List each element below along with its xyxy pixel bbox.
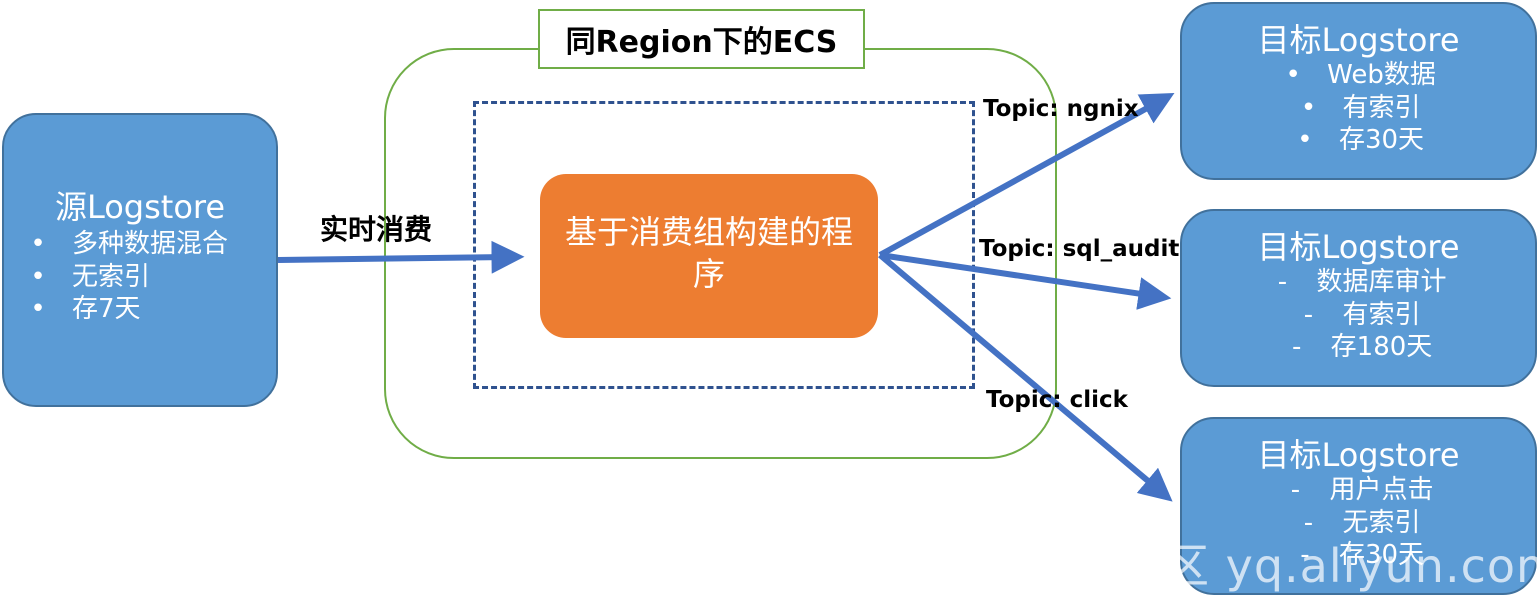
bullet-marker: •: [1285, 59, 1301, 90]
list-item-text: 无索引: [72, 261, 151, 292]
list-item: • 存7天: [4, 293, 276, 326]
arrow-program-to-web: [878, 93, 1175, 258]
ecs-label: 同Region下的ECS: [538, 9, 865, 69]
topic-click-label: Topic: click: [986, 387, 1128, 413]
dash-marker: -: [1303, 299, 1314, 330]
dash-marker: -: [1277, 266, 1288, 297]
list-item: • 存30天: [1182, 124, 1535, 157]
list-item-text: 存7天: [72, 294, 141, 325]
list-item-text: 存30天: [1338, 125, 1425, 156]
list-item-text: 数据库审计: [1316, 266, 1447, 297]
list-item-text: 用户点击: [1329, 474, 1434, 505]
target-logstore-title: 目标Logstore: [1257, 21, 1460, 59]
bullet-marker: •: [1297, 125, 1313, 156]
list-item-text: 无索引: [1342, 507, 1421, 538]
arrow-source-to-program: [277, 240, 525, 274]
bullet-marker: •: [30, 294, 46, 325]
arrow-program-to-click: [878, 252, 1173, 502]
source-logstore-title: 源Logstore: [54, 188, 226, 226]
target-logstore-list: • Web数据 • 有索引 • 存30天: [1182, 59, 1535, 157]
realtime-consume-label: 实时消费: [320, 213, 433, 246]
list-item: -数据库审计: [1182, 266, 1535, 299]
list-item: • 多种数据混合: [4, 228, 276, 261]
consumer-group-frame: [473, 101, 975, 389]
list-item-text: 存180天: [1330, 332, 1433, 363]
target-logstore-title: 目标Logstore: [1257, 228, 1460, 266]
target-logstore-list: -用户点击 -无索引 -存30天: [1182, 474, 1535, 572]
list-item: -存180天: [1182, 331, 1535, 364]
dash-marker: -: [1291, 332, 1302, 363]
target-logstore-list: -数据库审计 -有索引 -存180天: [1182, 266, 1535, 364]
list-item-text: 存30天: [1338, 540, 1425, 571]
dash-marker: -: [1303, 507, 1314, 538]
topic-ngnix-label: Topic: ngnix: [983, 96, 1139, 122]
source-logstore-box: 源Logstore • 多种数据混合 • 无索引 • 存7天: [2, 113, 278, 407]
bullet-marker: •: [1300, 92, 1317, 123]
arrow-program-to-sql-audit: [879, 252, 1172, 310]
list-item-text: 多种数据混合: [72, 228, 229, 259]
topic-sql-audit-label: Topic: sql_audit: [979, 236, 1180, 262]
list-item: -无索引: [1182, 507, 1535, 540]
dash-marker: -: [1290, 474, 1301, 505]
bullet-marker: •: [30, 261, 46, 292]
consumer-program-box: 基于消费组构建的程序: [540, 174, 878, 338]
list-item: • 无索引: [4, 261, 276, 294]
list-item-text: 有索引: [1342, 92, 1421, 123]
list-item: • 有索引: [1182, 92, 1535, 125]
watermark: 云栖社区 yq.aliyun.com: [1022, 539, 1538, 593]
list-item: -用户点击: [1182, 474, 1535, 507]
target-logstore-click: 目标Logstore -用户点击 -无索引 -存30天: [1180, 417, 1537, 595]
list-item: -存30天: [1182, 539, 1535, 572]
list-item: • Web数据: [1182, 59, 1535, 92]
list-item-text: 有索引: [1342, 299, 1421, 330]
source-logstore-list: • 多种数据混合 • 无索引 • 存7天: [4, 228, 276, 326]
list-item: -有索引: [1182, 299, 1535, 332]
dash-marker: -: [1300, 540, 1310, 571]
target-logstore-web: 目标Logstore • Web数据 • 有索引 • 存30天: [1180, 2, 1537, 180]
target-logstore-title: 目标Logstore: [1257, 436, 1460, 474]
target-logstore-sql-audit: 目标Logstore -数据库审计 -有索引 -存180天: [1180, 209, 1537, 387]
bullet-marker: •: [30, 228, 46, 259]
list-item-text: Web数据: [1327, 59, 1436, 90]
